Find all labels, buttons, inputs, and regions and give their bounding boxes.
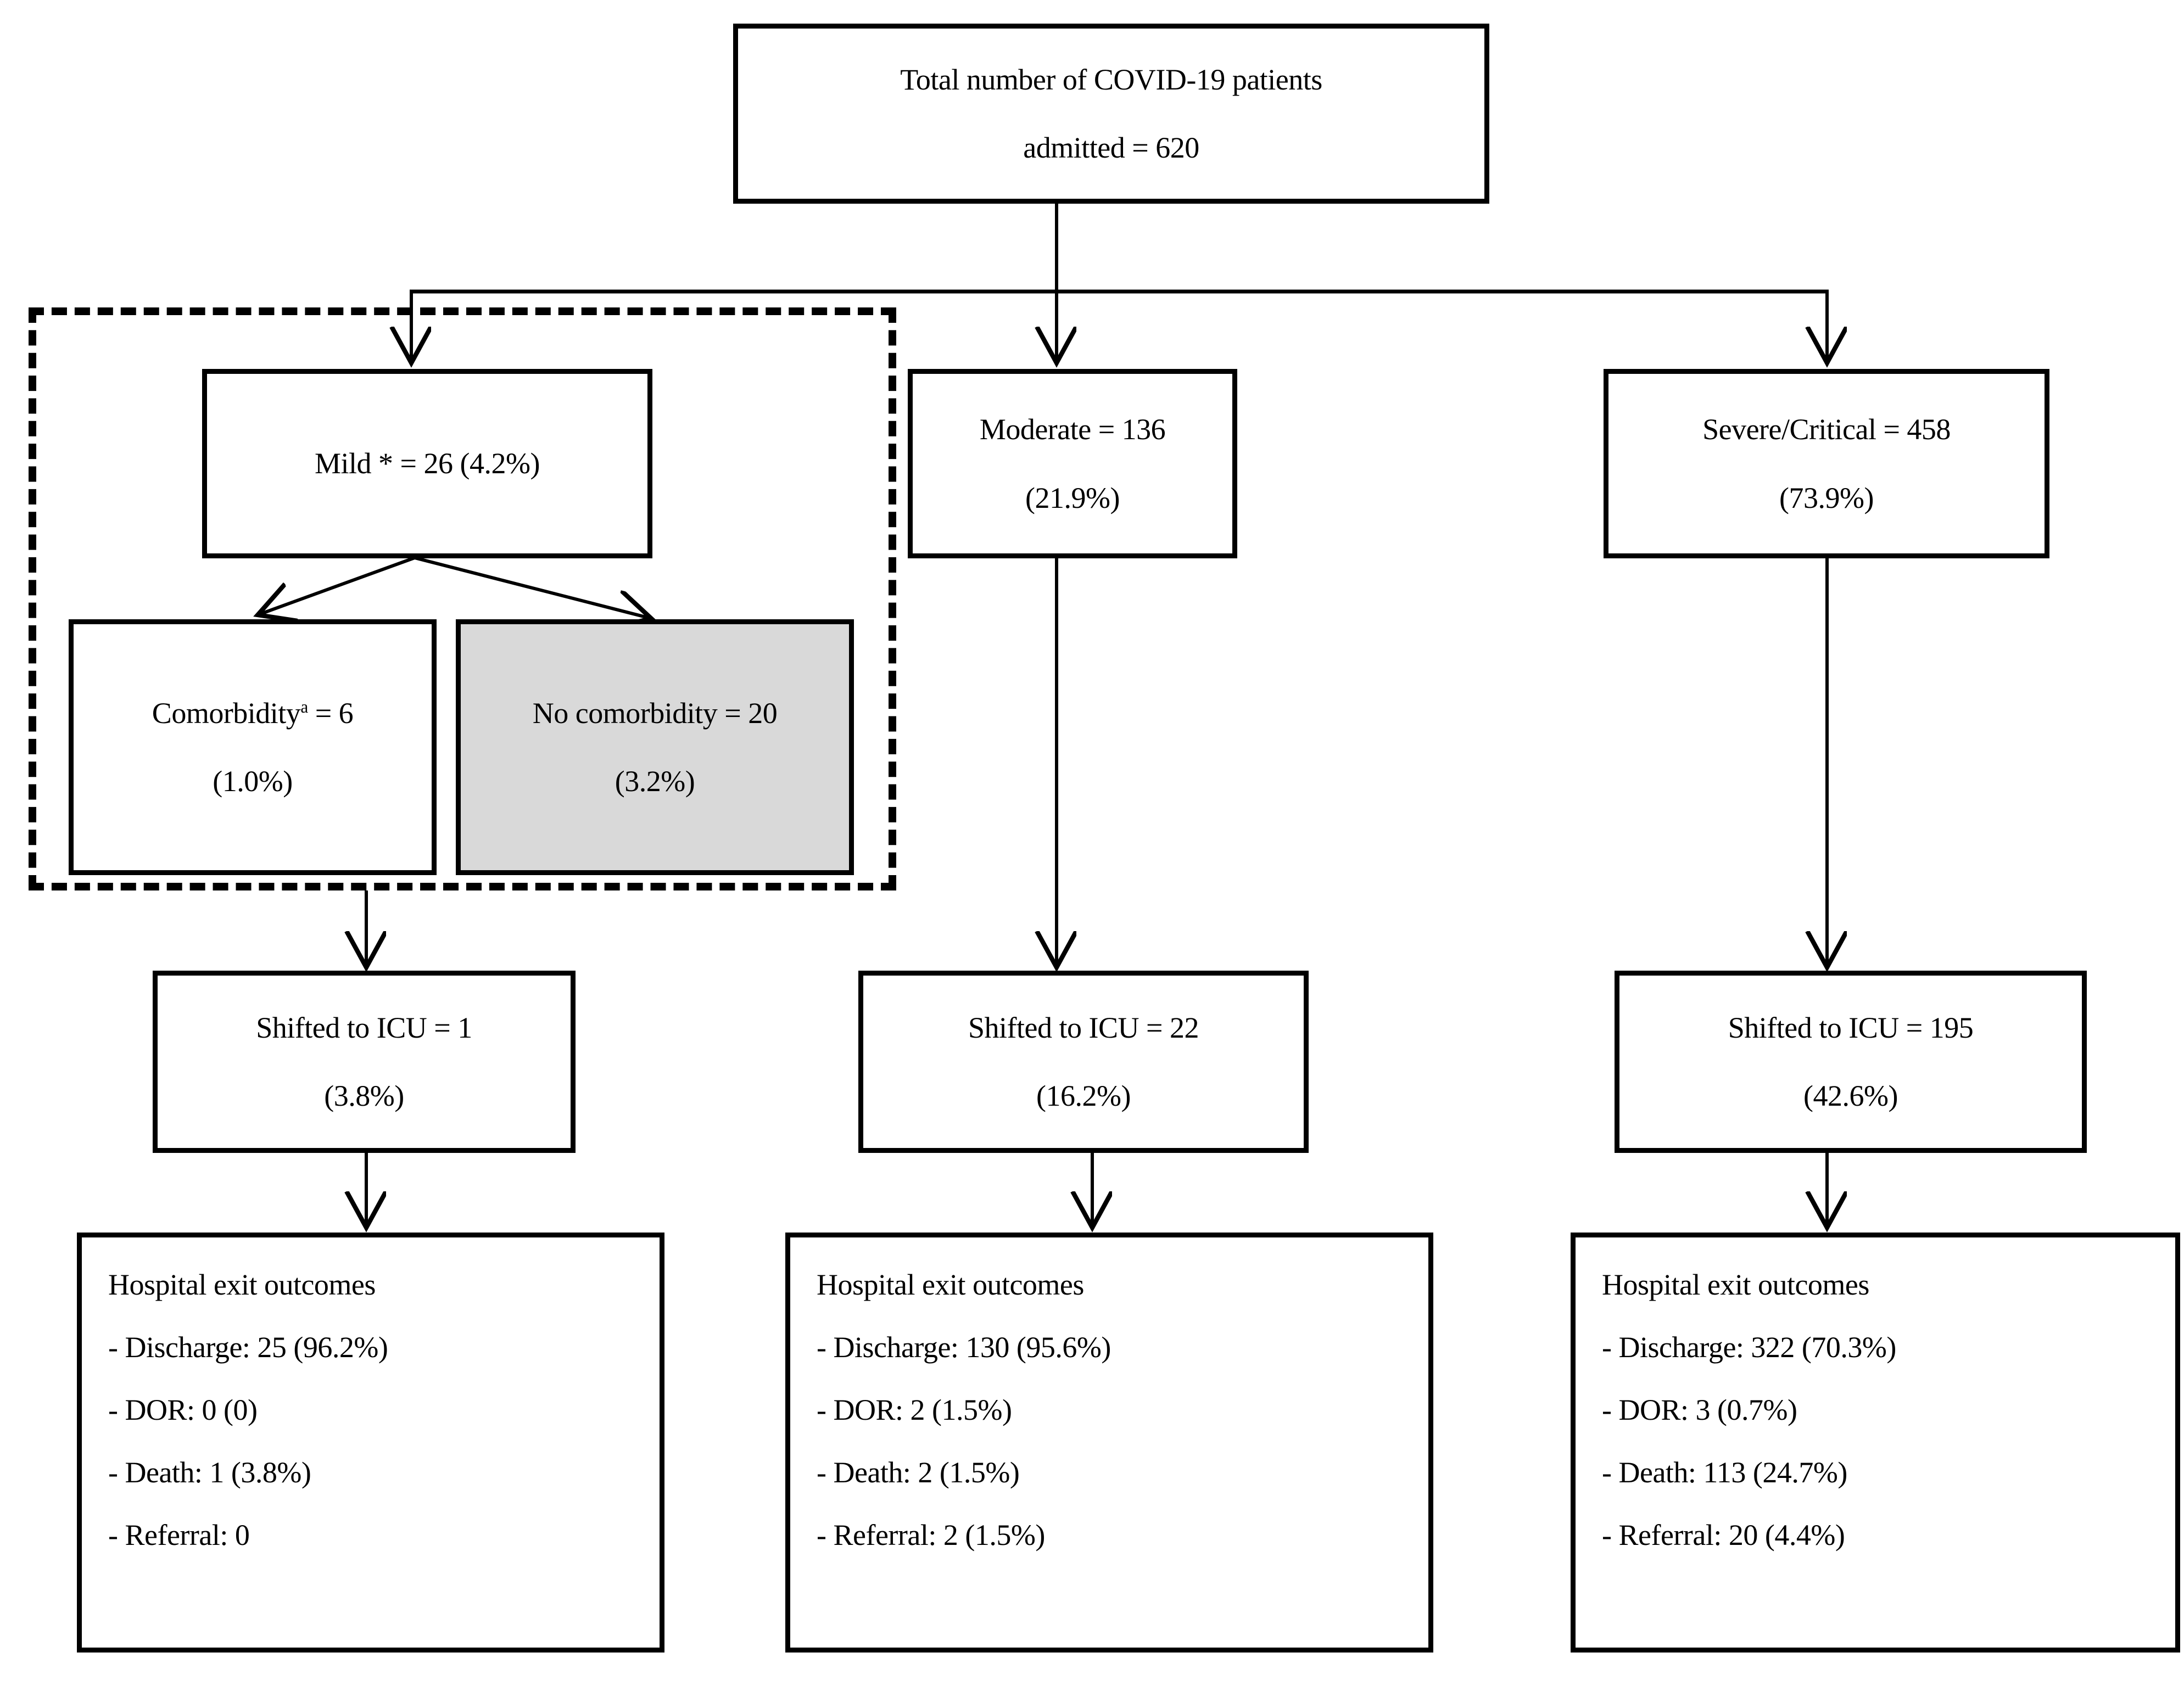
node-comorbidity-count: = 6 [308, 696, 354, 730]
outcomes-severe-item-referral: - Referral: 20 (4.4%) [1602, 1519, 1845, 1552]
node-icu-moderate[interactable]: Shifted to ICU = 22 (16.2%) [858, 971, 1309, 1153]
node-comorbidity-line2: (1.0%) [213, 765, 293, 798]
node-no-comorbidity[interactable]: No comorbidity = 20 (3.2%) [456, 619, 854, 875]
node-total-line2: admitted = 620 [1023, 131, 1199, 164]
outcomes-mild-heading: Hospital exit outcomes [108, 1268, 376, 1301]
outcomes-severe-item-dor: - DOR: 3 (0.7%) [1602, 1393, 1797, 1427]
outcomes-mild-item-death: - Death: 1 (3.8%) [108, 1456, 311, 1489]
node-mild[interactable]: Mild * = 26 (4.2%) [202, 369, 652, 558]
node-icu-severe[interactable]: Shifted to ICU = 195 (42.6%) [1615, 971, 2087, 1153]
outcomes-severe-heading: Hospital exit outcomes [1602, 1268, 1869, 1301]
node-moderate-line2: (21.9%) [1025, 481, 1120, 514]
node-icu-mild-line2: (3.8%) [324, 1079, 404, 1112]
outcomes-severe-item-death: - Death: 113 (24.7%) [1602, 1456, 1847, 1489]
node-moderate[interactable]: Moderate = 136 (21.9%) [908, 369, 1237, 558]
node-total-admitted[interactable]: Total number of COVID-19 patients admitt… [733, 24, 1489, 204]
outcomes-moderate-item-discharge: - Discharge: 130 (95.6%) [817, 1331, 1111, 1364]
node-icu-mild-line1: Shifted to ICU = 1 [256, 1011, 472, 1044]
node-icu-severe-line2: (42.6%) [1803, 1079, 1898, 1112]
node-comorbidity-label: Comorbidity [152, 696, 301, 730]
node-no-comorbidity-line1: No comorbidity = 20 [532, 696, 778, 730]
node-severe-critical[interactable]: Severe/Critical = 458 (73.9%) [1604, 369, 2049, 558]
node-mild-line1: Mild * = 26 (4.2%) [315, 447, 540, 480]
outcomes-moderate-heading: Hospital exit outcomes [817, 1268, 1084, 1301]
node-total-line1: Total number of COVID-19 patients [900, 63, 1322, 96]
outcomes-mild-item-referral: - Referral: 0 [108, 1519, 250, 1552]
node-icu-severe-line1: Shifted to ICU = 195 [1728, 1011, 1974, 1044]
node-moderate-line1: Moderate = 136 [979, 413, 1166, 446]
outcomes-moderate-item-death: - Death: 2 (1.5%) [817, 1456, 1020, 1489]
node-outcomes-mild[interactable]: Hospital exit outcomes - Discharge: 25 (… [77, 1233, 664, 1653]
node-severe-line1: Severe/Critical = 458 [1702, 413, 1951, 446]
outcomes-severe-item-discharge: - Discharge: 322 (70.3%) [1602, 1331, 1896, 1364]
node-icu-mild[interactable]: Shifted to ICU = 1 (3.8%) [153, 971, 576, 1153]
node-no-comorbidity-line2: (3.2%) [615, 765, 695, 798]
outcomes-mild-item-dor: - DOR: 0 (0) [108, 1393, 258, 1427]
node-outcomes-moderate[interactable]: Hospital exit outcomes - Discharge: 130 … [785, 1233, 1433, 1653]
outcomes-mild-item-discharge: - Discharge: 25 (96.2%) [108, 1331, 388, 1364]
node-icu-moderate-line1: Shifted to ICU = 22 [968, 1011, 1199, 1044]
outcomes-moderate-item-referral: - Referral: 2 (1.5%) [817, 1519, 1045, 1552]
node-outcomes-severe[interactable]: Hospital exit outcomes - Discharge: 322 … [1571, 1233, 2180, 1653]
node-comorbidity[interactable]: Comorbiditya = 6 (1.0%) [69, 619, 437, 875]
node-icu-moderate-line2: (16.2%) [1036, 1079, 1131, 1112]
outcomes-moderate-item-dor: - DOR: 2 (1.5%) [817, 1393, 1012, 1427]
node-severe-line2: (73.9%) [1779, 481, 1874, 514]
comorbidity-footnote-marker: a [300, 697, 308, 716]
node-comorbidity-line1: Comorbiditya = 6 [152, 696, 354, 730]
